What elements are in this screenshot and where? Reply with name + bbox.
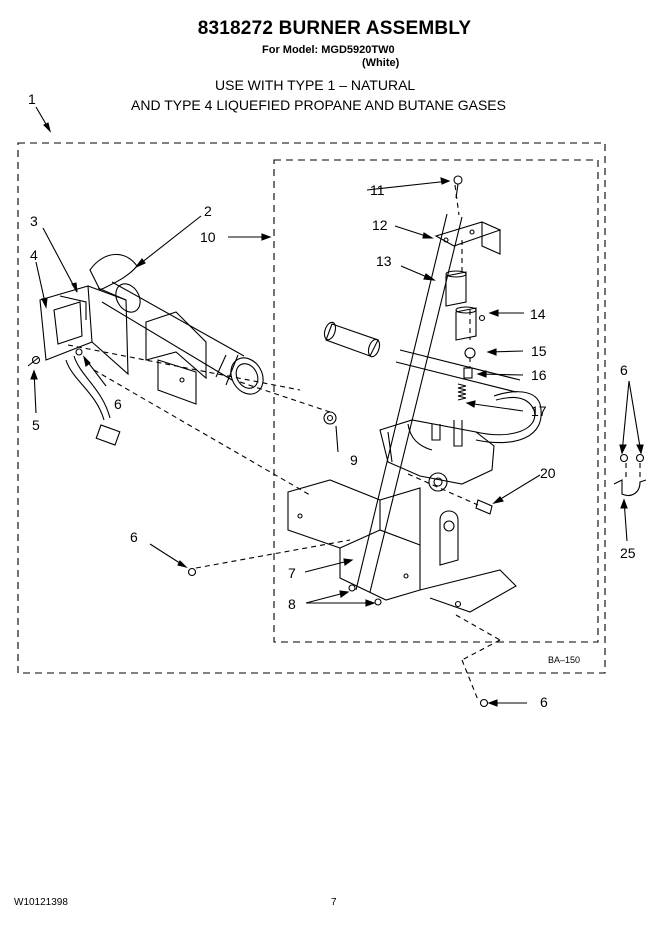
gas-type-line-2: AND TYPE 4 LIQUEFIED PROPANE AND BUTANE … — [131, 97, 506, 113]
screw-part-11 — [453, 175, 463, 199]
burner-mounting-bracket — [287, 479, 517, 613]
drawing-code: BA–150 — [548, 655, 580, 665]
callout-17: 17 — [531, 403, 547, 419]
alignment-lines — [67, 184, 641, 701]
bracket-part-12 — [434, 221, 502, 255]
leader-lines — [30, 106, 644, 707]
callout-10: 10 — [200, 229, 216, 245]
color-line: (White) — [362, 57, 400, 69]
gas-valve — [379, 391, 542, 492]
nut-part-15 — [464, 347, 476, 359]
page-number: 7 — [331, 897, 337, 908]
cap-part-16 — [463, 367, 473, 379]
callout-20: 20 — [540, 465, 556, 481]
callout-8: 8 — [288, 596, 296, 612]
callout-16: 16 — [531, 367, 547, 383]
callout-3: 3 — [30, 213, 38, 229]
tube-mounting-bracket — [145, 311, 207, 405]
callout-5: 5 — [32, 417, 40, 433]
callout-15: 15 — [531, 343, 547, 359]
callout-2: 2 — [204, 203, 212, 219]
subassembly-outline-box — [273, 159, 599, 643]
clip-part-25 — [613, 453, 647, 497]
screw-part-20 — [475, 499, 493, 515]
solenoid-coil-part-14 — [455, 306, 486, 341]
nut-part-9 — [323, 411, 337, 425]
callout-12: 12 — [372, 217, 388, 233]
model-line: For Model: MGD5920TW0 — [262, 44, 395, 56]
screws-part-8 — [348, 584, 382, 606]
callout-9: 9 — [350, 452, 358, 468]
gas-type-line-1: USE WITH TYPE 1 – NATURAL — [215, 77, 416, 93]
callout-11: 11 — [370, 182, 385, 198]
side-tube — [323, 321, 381, 358]
callout-1: 1 — [28, 91, 36, 107]
assembly-outline-box — [17, 142, 606, 674]
callout-6-lower: 6 — [130, 529, 138, 545]
callout-6-bottom: 6 — [540, 694, 548, 710]
igniter-bracket — [27, 285, 129, 446]
page-title: 8318272 BURNER ASSEMBLY — [197, 18, 472, 39]
callout-25: 25 — [620, 545, 636, 561]
callout-6-right: 6 — [620, 362, 628, 378]
spring-part-17 — [457, 383, 467, 401]
document-number: W10121398 — [14, 897, 68, 908]
burner-tube — [89, 253, 264, 395]
callout-14: 14 — [530, 306, 546, 322]
callout-numbers: 1 2 3 4 5 6 6 6 6 7 8 9 10 11 12 13 14 1… — [28, 91, 636, 710]
screws-part-6 — [75, 348, 489, 708]
callout-13: 13 — [376, 253, 392, 269]
orifice-pipe — [355, 213, 521, 593]
callout-6-left: 6 — [114, 396, 122, 412]
solenoid-coil-part-13 — [445, 270, 467, 307]
callout-7: 7 — [288, 565, 296, 581]
callout-4: 4 — [30, 247, 38, 263]
